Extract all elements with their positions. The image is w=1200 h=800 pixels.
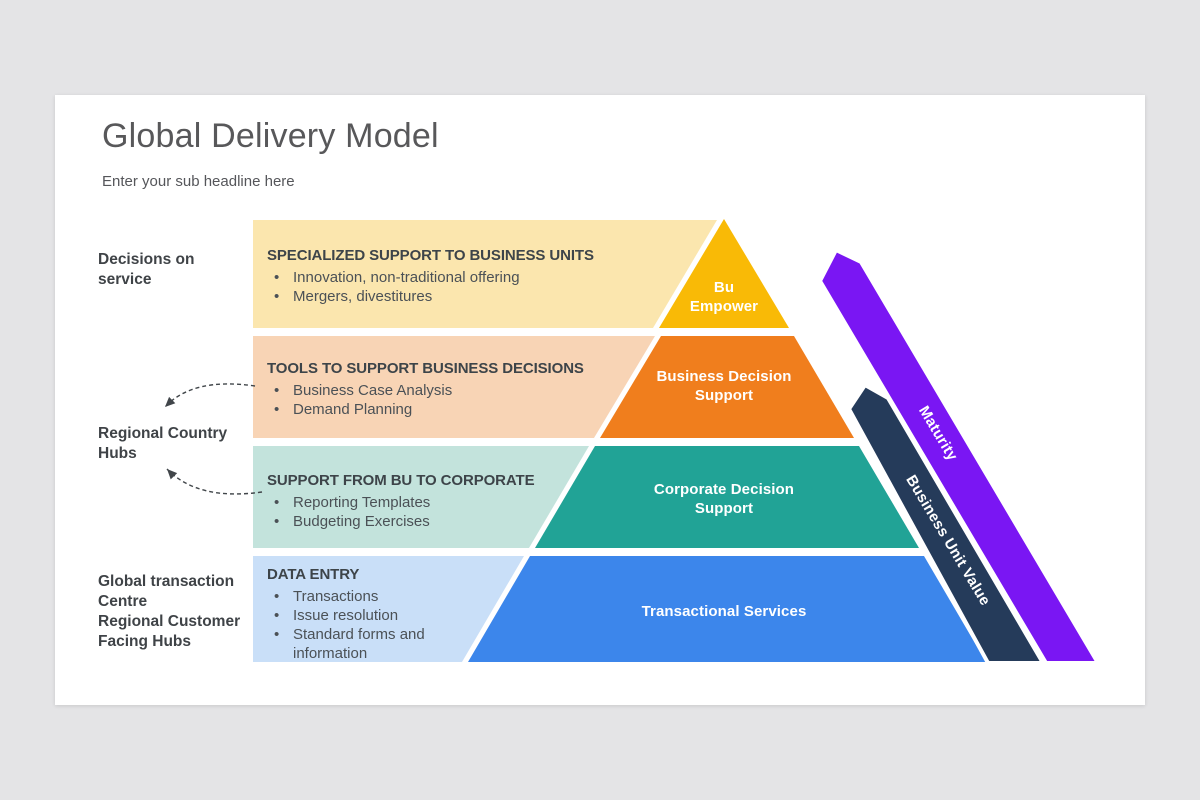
band-text-level-4: DATA ENTRY Transactions Issue resolution… bbox=[267, 565, 452, 663]
band-text-level-1: SPECIALIZED SUPPORT TO BUSINESS UNITS In… bbox=[267, 246, 607, 306]
pyramid-level-1 bbox=[659, 219, 789, 328]
side-label-decisions-on-service: Decisions on service bbox=[98, 251, 195, 288]
bullet-item: Business Case Analysis bbox=[267, 381, 597, 400]
bullet-item: Innovation, non-traditional offering bbox=[267, 268, 607, 287]
band-bullet-list-level-3: Reporting Templates Budgeting Exercises bbox=[267, 493, 567, 531]
dashed-arrow-lower bbox=[166, 468, 263, 495]
slide-canvas: Global Delivery Model Enter your sub hea… bbox=[55, 95, 1145, 705]
band-heading-level-1: SPECIALIZED SUPPORT TO BUSINESS UNITS bbox=[267, 247, 594, 264]
pyramid-label-level-3: Corporate Decision Support bbox=[653, 481, 795, 517]
dashed-arrow-lower-head bbox=[167, 469, 178, 480]
band-heading-level-2: TOOLS TO SUPPORT BUSINESS DECISIONS bbox=[267, 360, 584, 377]
pyramid-label-level-2: Business Decision Support bbox=[656, 368, 792, 404]
pyramid-level-3 bbox=[535, 446, 919, 548]
dashed-arrow-upper-head bbox=[165, 396, 176, 407]
bullet-item: Budgeting Exercises bbox=[267, 512, 567, 531]
bullet-item: Mergers, divestitures bbox=[267, 287, 607, 306]
pyramid-level-4 bbox=[468, 556, 986, 662]
side-label-global-transaction-centre: Global transaction Centre Regional Custo… bbox=[98, 573, 241, 650]
band-bullet-list-level-2: Business Case Analysis Demand Planning bbox=[267, 381, 597, 419]
slide-title: Global Delivery Model bbox=[102, 117, 439, 155]
band-text-level-2: TOOLS TO SUPPORT BUSINESS DECISIONS Busi… bbox=[267, 359, 597, 419]
bullet-item: Reporting Templates bbox=[267, 493, 567, 512]
pyramid-label-level-4: Transactional Services bbox=[641, 603, 807, 620]
pyramid-level-2 bbox=[600, 336, 854, 438]
bullet-item: Issue resolution bbox=[267, 606, 452, 625]
side-label-regional-country-hubs: Regional Country Hubs bbox=[98, 425, 228, 462]
band-heading-level-3: SUPPORT FROM BU TO CORPORATE bbox=[267, 472, 535, 489]
ribbon-maturity bbox=[817, 247, 1102, 665]
pyramid-label-level-1: Bu Empower bbox=[689, 279, 759, 315]
band-bullet-list-level-4: Transactions Issue resolution Standard f… bbox=[267, 587, 452, 663]
band-text-level-3: SUPPORT FROM BU TO CORPORATE Reporting T… bbox=[267, 471, 567, 531]
band-bullet-list-level-1: Innovation, non-traditional offering Mer… bbox=[267, 268, 607, 306]
slide-subtitle: Enter your sub headline here bbox=[102, 173, 295, 190]
bullet-item: Standard forms and information bbox=[267, 625, 452, 663]
ribbon-business-unit-value bbox=[846, 382, 1047, 665]
dashed-arrow-upper bbox=[164, 383, 256, 408]
bullet-item: Transactions bbox=[267, 587, 452, 606]
bullet-item: Demand Planning bbox=[267, 400, 597, 419]
pyramid-diagram bbox=[164, 219, 1102, 665]
band-heading-level-4: DATA ENTRY bbox=[267, 566, 360, 583]
